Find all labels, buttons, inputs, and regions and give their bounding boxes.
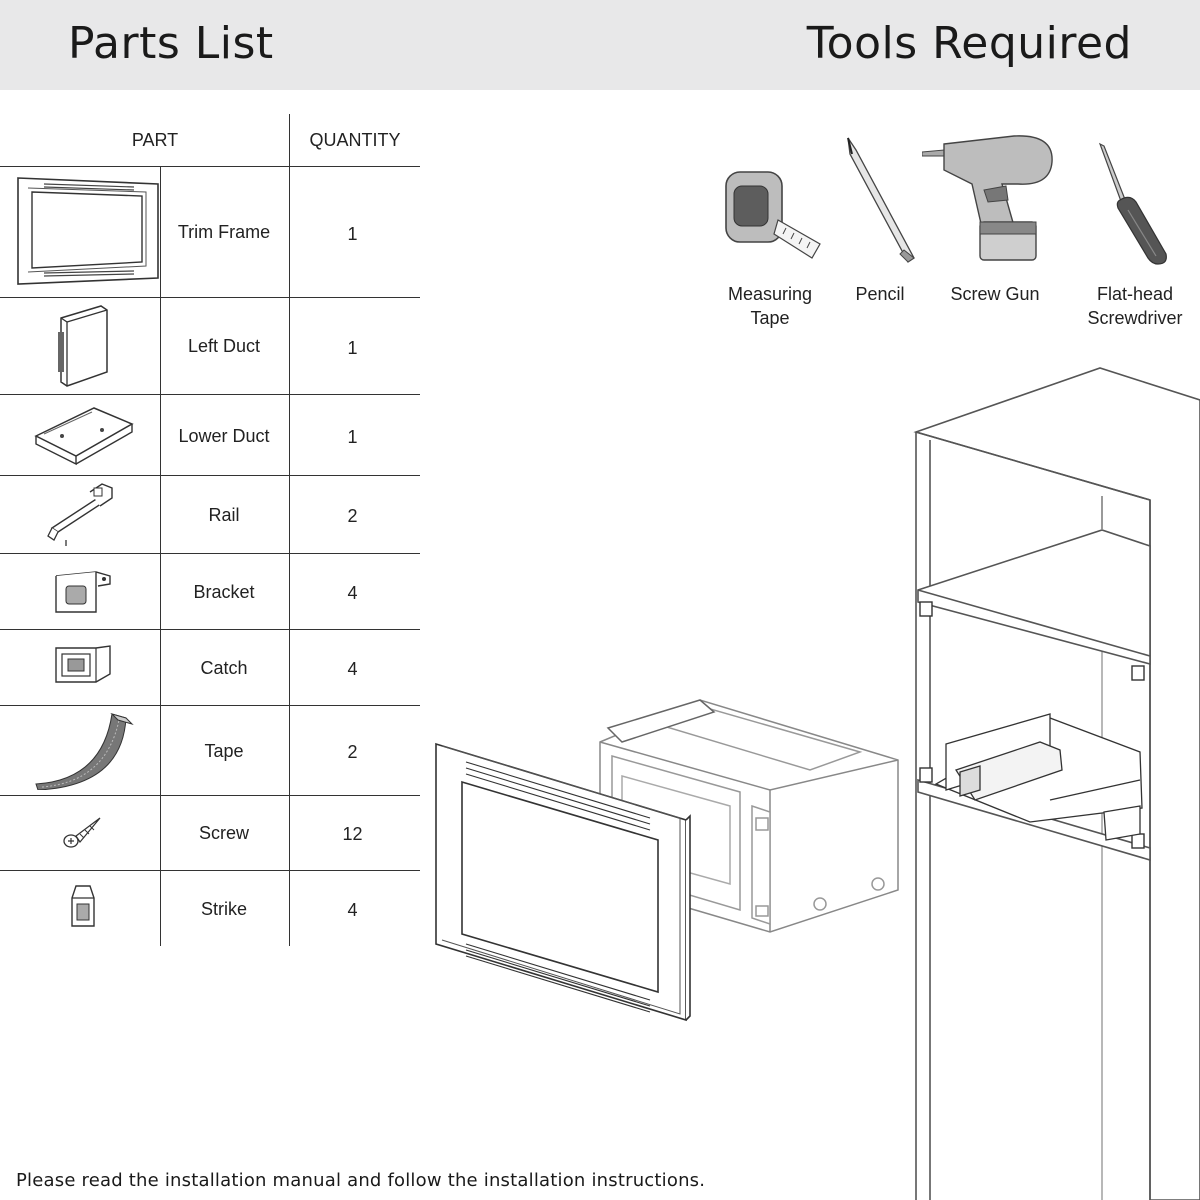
part-name-trim-frame: Trim Frame (177, 222, 271, 242)
part-qty-trim-frame: 1 (347, 224, 358, 244)
tool-label-line: Pencil (855, 284, 905, 304)
part-name-lower-duct: Lower Duct (178, 426, 270, 446)
rail-icon (44, 480, 120, 548)
part-qty-bracket: 4 (347, 583, 358, 603)
tape-icon (32, 710, 142, 790)
tool-label-flat-head-screwdriver: Flat-head Screwdriver (1070, 282, 1200, 330)
part-name-rail: Rail (208, 505, 240, 525)
table-divider-vertical-1 (160, 166, 161, 946)
part-qty-strike: 4 (347, 900, 358, 920)
installation-illustration (435, 367, 1200, 1200)
screw-gun-icon (922, 134, 1058, 264)
tool-label-line: Measuring (727, 284, 813, 304)
header-bar: Parts List Tools Required (0, 0, 1200, 90)
table-row-line (0, 394, 420, 395)
strike-icon (66, 884, 100, 930)
part-name-bracket: Bracket (193, 582, 255, 602)
installation-note: Please read the installation manual and … (16, 1170, 706, 1191)
table-row-line (0, 553, 420, 554)
bracket-icon (52, 566, 114, 616)
catch-icon (52, 642, 114, 690)
part-name-screw: Screw (198, 823, 249, 843)
tool-label-line: Screw Gun (950, 284, 1040, 304)
part-qty-tape: 2 (347, 742, 358, 762)
tool-label-pencil: Pencil (820, 282, 940, 306)
part-qty-screw: 12 (342, 824, 363, 844)
tools-required-title: Tools Required (806, 18, 1132, 69)
part-qty-catch: 4 (347, 659, 358, 679)
tool-label-line: Flat-head (1096, 284, 1174, 304)
tool-label-line: Screwdriver (1087, 308, 1183, 328)
flat-head-screwdriver-icon (1096, 142, 1172, 266)
part-name-catch: Catch (200, 658, 248, 678)
trim-frame-icon (14, 174, 162, 288)
column-header-quantity: QUANTITY (309, 130, 401, 150)
part-qty-lower-duct: 1 (347, 427, 358, 447)
cabinet-brackets (919, 601, 1145, 849)
table-header-line (0, 166, 420, 167)
lower-duct-icon (32, 402, 136, 468)
pencil-icon (842, 134, 922, 264)
table-row-line (0, 795, 420, 796)
column-header-part: PART (131, 130, 179, 150)
part-name-strike: Strike (200, 899, 247, 919)
table-divider-vertical-2 (289, 114, 290, 946)
installed-lower-duct (934, 713, 1143, 841)
part-qty-left-duct: 1 (347, 338, 358, 358)
parts-list-title: Parts List (68, 18, 274, 69)
tool-label-screw-gun: Screw Gun (930, 282, 1060, 306)
measuring-tape-icon (720, 168, 828, 264)
trim-frame-illustration (435, 742, 691, 1022)
table-row-line (0, 475, 420, 476)
part-name-tape: Tape (204, 741, 244, 761)
screw-icon (62, 812, 104, 850)
table-row-line (0, 870, 420, 871)
part-name-left-duct: Left Duct (187, 336, 261, 356)
table-row-line (0, 297, 420, 298)
tool-label-line: Tape (750, 308, 790, 328)
table-row-line (0, 705, 420, 706)
table-row-line (0, 629, 420, 630)
part-qty-rail: 2 (347, 506, 358, 526)
left-duct-icon (55, 302, 115, 390)
tool-label-measuring-tape: Measuring Tape (700, 282, 840, 330)
